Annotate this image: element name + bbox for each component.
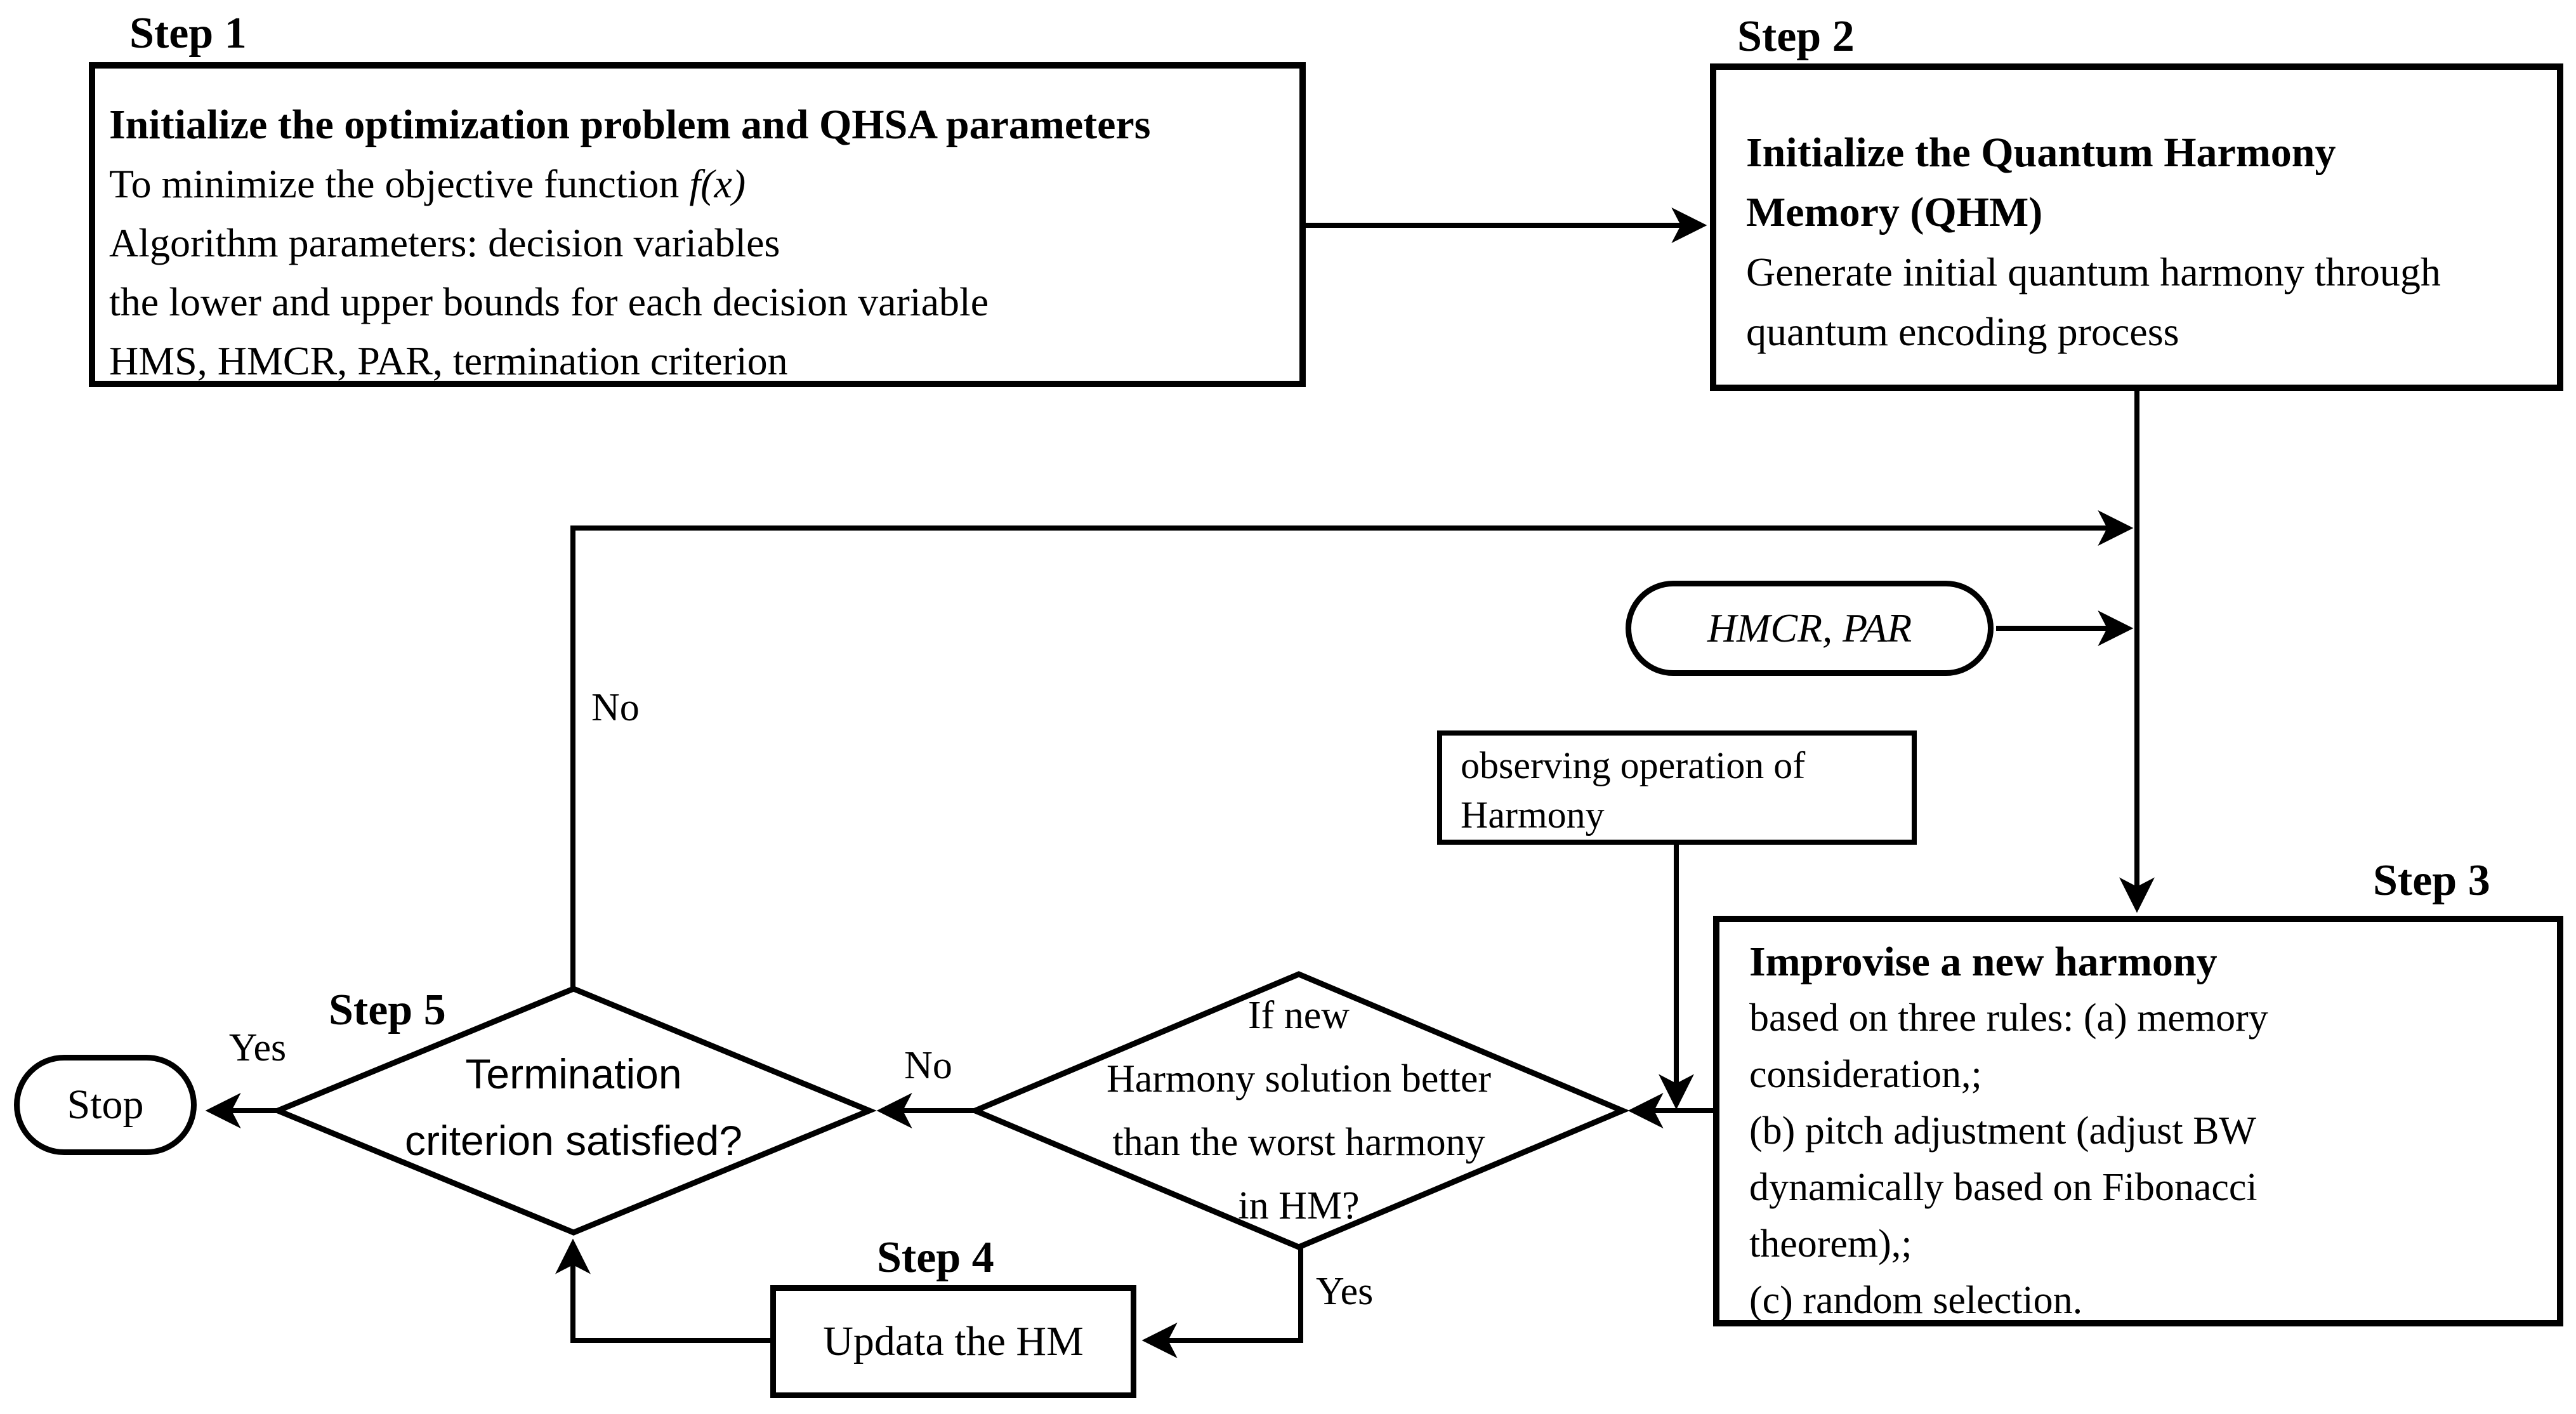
step2-title-line: Memory (QHM) — [1746, 189, 2043, 235]
step3-line: consideration,; — [1749, 1053, 1982, 1096]
step1-process-box — [89, 62, 1306, 387]
decision-line: than the worst harmony — [1112, 1121, 1485, 1164]
arrow-step4-to-step5 — [555, 1238, 770, 1343]
stop-text: Stop — [67, 1081, 144, 1128]
step3-line: (c) random selection. — [1749, 1279, 2083, 1322]
termination-line: Termination — [465, 1050, 682, 1097]
step3-line: based on three rules: (a) memory — [1749, 996, 2268, 1040]
step3-title: Improvise a new harmony — [1749, 939, 2218, 985]
step2-body-line: quantum encoding process — [1746, 309, 2179, 354]
hmcr-par-text: HMCR, PAR — [1707, 605, 1912, 651]
step3-text: Improvise a new harmony based on three r… — [1749, 934, 2549, 1329]
edge-label-yes-stop: Yes — [228, 1026, 287, 1069]
decision-termination-diamond — [270, 986, 877, 1236]
step1-line: HMS, HMCR, PAR, termination criterion — [109, 338, 788, 383]
step1-line: the lower and upper bounds for each deci… — [109, 279, 989, 324]
observing-operation-box — [1437, 730, 1917, 845]
decision-line: If new — [1247, 994, 1350, 1037]
step2-body-line: Generate initial quantum harmony through — [1746, 249, 2441, 294]
step3-label: Step 3 — [2373, 856, 2490, 905]
hmcr-par-terminator: HMCR, PAR — [1626, 581, 1994, 676]
edge-label-no-mid: No — [904, 1044, 952, 1087]
decision-new-harmony-diamond — [968, 971, 1630, 1250]
step2-title-line: Initialize the Quantum Harmony — [1746, 129, 2336, 176]
step2-text: Initialize the Quantum Harmony Memory (Q… — [1746, 123, 2552, 362]
edge-label-yes-update: Yes — [1316, 1270, 1374, 1313]
step2-label: Step 2 — [1737, 12, 1855, 61]
step4-label: Step 4 — [877, 1233, 994, 1282]
step5-label: Step 5 — [329, 986, 446, 1034]
observing-line: observing operation of — [1461, 744, 1806, 786]
step1-text: Initialize the optimization problem and … — [109, 95, 1289, 390]
step4-text: Updata the HM — [823, 1318, 1084, 1364]
step2-process-box — [1710, 63, 2563, 391]
step1-label: Step 1 — [129, 9, 247, 58]
arrow-decision-yes-to-step4 — [1141, 1247, 1303, 1358]
stop-terminator: Stop — [14, 1055, 197, 1155]
observing-line: Harmony — [1461, 794, 1605, 836]
observing-operation-text: observing operation of Harmony — [1461, 741, 1805, 840]
step3-line: theorem),; — [1749, 1222, 1912, 1265]
step3-line: dynamically based on Fibonacci — [1749, 1166, 2257, 1209]
decision-line: Harmony solution better — [1106, 1057, 1492, 1100]
termination-line: criterion satisfied? — [405, 1117, 742, 1164]
step3-process-box — [1713, 916, 2563, 1326]
arrow-no-loop-to-junction — [570, 510, 2134, 988]
step1-objective-line: To minimize the objective function f(x) — [109, 161, 746, 206]
edge-label-no-loop: No — [591, 686, 640, 729]
step4-process-box: Updata the HM — [770, 1285, 1136, 1398]
step1-title: Initialize the optimization problem and … — [109, 102, 1151, 148]
step1-line: Algorithm parameters: decision variables — [109, 220, 780, 265]
decision-new-harmony-text: If new Harmony solution better than the … — [1045, 984, 1553, 1238]
decision-termination-text: Termination criterion satisfied? — [383, 1041, 764, 1174]
objective-function-symbol: f(x) — [689, 161, 746, 206]
step3-line: (b) pitch adjustment (adjust BW — [1749, 1109, 2256, 1153]
decision-line: in HM? — [1238, 1184, 1360, 1227]
